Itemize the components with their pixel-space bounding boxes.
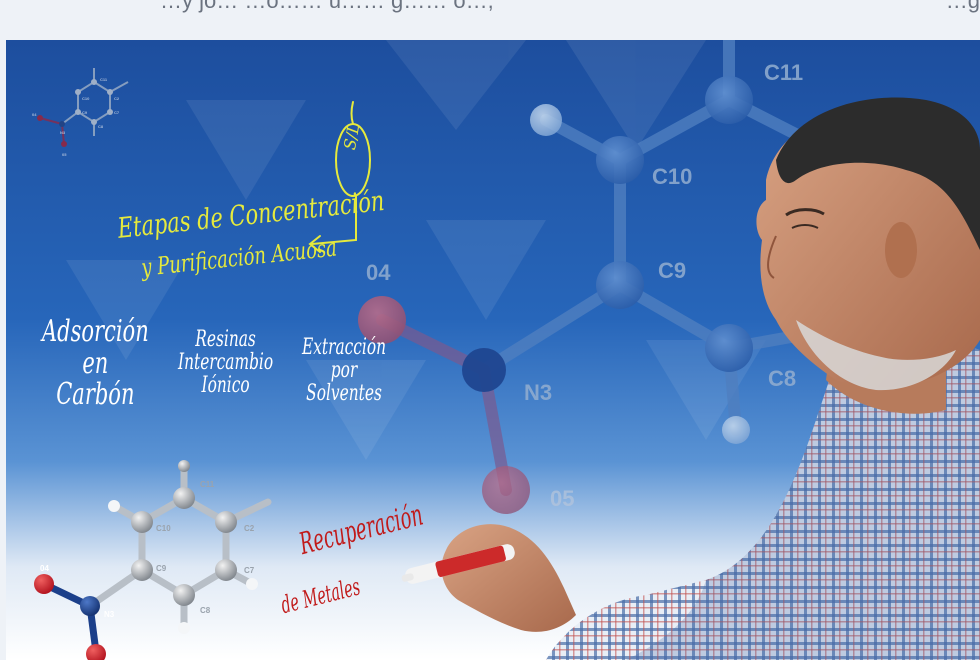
bg-atom-c11: [705, 76, 753, 124]
bg-label-c11: C11: [764, 60, 804, 85]
white-note-solvents-line: Extracción: [302, 335, 387, 360]
white-note-resins-line: Iónico: [201, 373, 250, 399]
mol-label-o4: 04: [40, 564, 49, 573]
atom-c9: [131, 559, 153, 581]
bg-atom-c8: [705, 324, 753, 372]
atom-n3: [80, 596, 100, 616]
tiny-label-c2: C2: [114, 96, 120, 101]
bg-label-o4: 04: [366, 260, 391, 285]
tiny-label-c7: C7: [114, 110, 120, 115]
bg-atom-o4: [358, 296, 406, 344]
white-note-resins: Resinas Intercambio Iónico: [178, 328, 273, 397]
bg-label-c9: C9: [658, 258, 687, 283]
bg-atom-h1: [530, 104, 562, 136]
bg-atom-n3: [462, 348, 506, 392]
white-note-solvents: Extracción por Solventes: [302, 336, 386, 405]
tiny-label-n3: N3: [60, 130, 66, 135]
atom-c10: [131, 511, 153, 533]
marker-pen: [401, 544, 515, 584]
mol-label-c7: C7: [244, 566, 255, 575]
atom-h-left: [108, 500, 120, 512]
atom-c2: [215, 511, 237, 533]
bg-atom-o5: [482, 466, 530, 514]
atom-h-top: [178, 460, 190, 472]
white-note-solvents-line: por: [330, 358, 358, 384]
white-note-resins-line: Resinas: [195, 327, 256, 352]
bg-label-n3: N3: [524, 380, 553, 405]
mol-label-n3: N3: [104, 610, 115, 619]
bg-label-c8: C8: [768, 366, 797, 391]
bg-atom-h2: [722, 416, 750, 444]
cut-caption-text-right: …g: [945, 0, 980, 13]
atom-o4: [34, 574, 54, 594]
small-molecule: [34, 460, 272, 660]
tiny-molecule: [37, 68, 129, 147]
white-note-solvents-line: Solventes: [306, 381, 382, 407]
mol-label-c9: C9: [156, 564, 167, 573]
mol-label-c2: C2: [244, 524, 255, 533]
mol-label-c10: C10: [156, 524, 171, 533]
bg-label-c10: C10: [652, 164, 693, 189]
atom-h-right: [246, 578, 258, 590]
presenter: [401, 97, 980, 660]
tiny-label-c11: C11: [100, 77, 108, 82]
bg-label-o5: 05: [550, 486, 575, 511]
tiny-label-o5: 05: [62, 152, 67, 157]
white-note-carbon-line: en: [82, 345, 109, 381]
atom-o5: [86, 644, 106, 660]
tiny-label-c8: C8: [98, 124, 104, 129]
bg-atom-c9: [596, 261, 644, 309]
mol-label-c11: C11: [200, 480, 215, 489]
atom-c11: [173, 487, 195, 509]
atom-c8: [173, 584, 195, 606]
tiny-label-c9: C9: [82, 110, 88, 115]
tiny-label-c10: C10: [82, 96, 90, 101]
white-note-carbon: Adsorción en Carbón: [42, 316, 149, 411]
whiteboard-photo: C11 C10 C9 C8 04 N3 05 C11 C2 C10 C9 C7 …: [6, 40, 980, 660]
tiny-label-o4: 04: [32, 112, 37, 117]
mol-label-c8: C8: [200, 606, 211, 615]
white-note-resins-line: Intercambio: [178, 350, 274, 376]
atom-h-bottom: [178, 622, 190, 634]
cut-caption-text: …y jó… …ó…… ú…… g…… ó…,: [160, 0, 494, 13]
top-caption-strip: …y jó… …ó…… ú…… g…… ó…, …g: [0, 0, 980, 40]
white-note-carbon-line: Carbón: [56, 377, 135, 412]
yellow-arrow: [308, 101, 371, 253]
board-scene: [6, 40, 980, 660]
atom-c7: [215, 559, 237, 581]
bg-atom-c10: [596, 136, 644, 184]
white-note-carbon-line: Adsorción: [42, 314, 149, 349]
